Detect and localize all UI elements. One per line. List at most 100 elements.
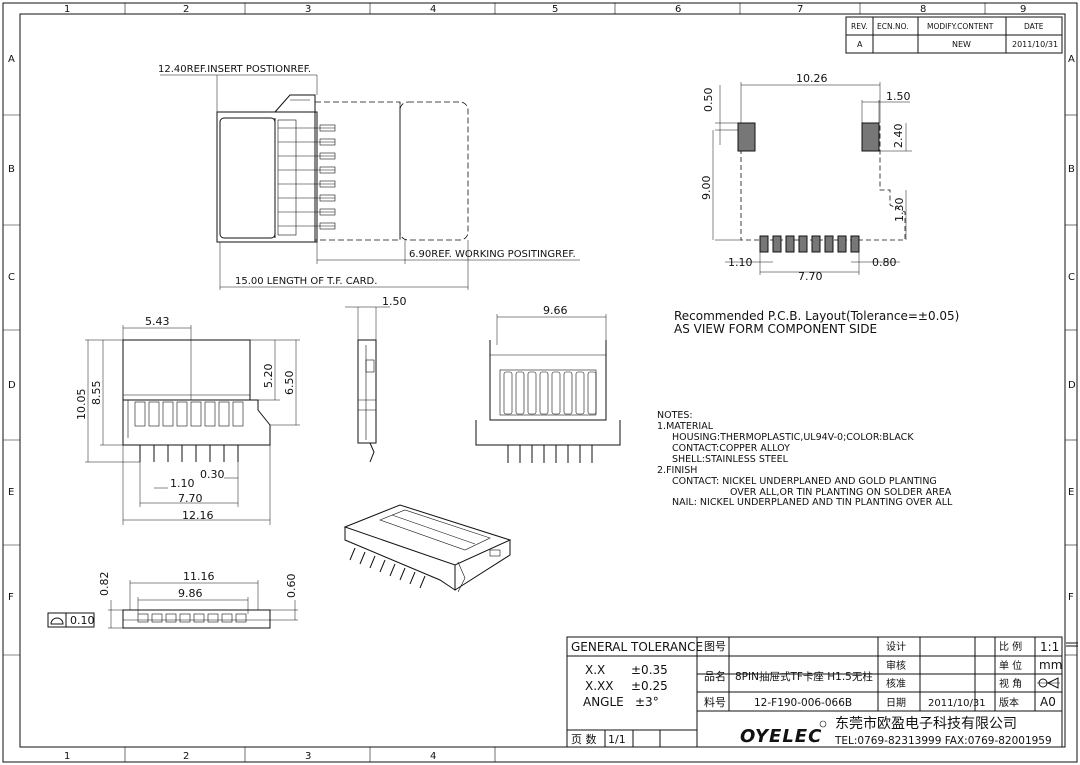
page-value: 1/1 bbox=[608, 733, 626, 746]
part-number: 12-F190-006-066B bbox=[754, 697, 852, 709]
pcb-dim-770: 7.70 bbox=[798, 270, 823, 283]
revision-table: REV. ECN.NO. MODIFY.CONTENT DATE A NEW 2… bbox=[845, 16, 1063, 54]
front-dim-1216: 12.16 bbox=[182, 509, 214, 522]
view-label: 视 角 bbox=[999, 677, 1022, 690]
title-block: GENERAL TOLERANCE X.X ±0.35 X.XX ±0.25 A… bbox=[566, 636, 1078, 748]
col-label: 6 bbox=[675, 4, 681, 15]
top-view-drawing: 12.40REF.INSERT POSTIONREF. 6.90REF. WOR… bbox=[158, 64, 580, 290]
note-line: CONTACT: NICKEL UNDERPLANED AND GOLD PLA… bbox=[672, 476, 937, 487]
front-dim-110: 1.10 bbox=[170, 477, 195, 490]
pcb-caption-1: Recommended P.C.B. Layout(Tolerance=±0.0… bbox=[674, 309, 959, 323]
date-value: 2011/10/31 bbox=[1012, 40, 1058, 49]
projection-angle-icon bbox=[1037, 677, 1060, 689]
row-label: E bbox=[8, 487, 14, 498]
pcb-caption-2: AS VIEW FORM COMPONENT SIDE bbox=[674, 322, 877, 336]
col-label: 9 bbox=[1020, 4, 1026, 15]
review-label: 审核 bbox=[886, 659, 906, 672]
pcb-pads bbox=[759, 235, 860, 253]
col-label: 2 bbox=[183, 4, 189, 15]
row-label: A bbox=[8, 54, 15, 65]
product-name: 8PIN抽屉式TF卡座 H1.5无柱 bbox=[735, 670, 873, 683]
insert-position-label: 12.40REF.INSERT POSTIONREF. bbox=[158, 64, 311, 75]
unit-label: 单 位 bbox=[999, 659, 1022, 672]
date-header: DATE bbox=[1024, 22, 1044, 31]
tol-xx-label: X.XX bbox=[585, 679, 613, 693]
pcb-dim-240: 2.40 bbox=[892, 124, 905, 149]
row-label: B bbox=[1068, 164, 1075, 175]
tol-x-value: ±0.35 bbox=[631, 663, 668, 677]
pcb-dim-900: 9.00 bbox=[700, 176, 713, 201]
col-label: 7 bbox=[797, 4, 803, 15]
note-line: NAIL: NICKEL UNDERPLANED AND TIN PLANTIN… bbox=[672, 497, 953, 508]
bottom-dim-986: 9.86 bbox=[178, 587, 203, 600]
row-label: E bbox=[1068, 487, 1074, 498]
design-label: 设计 bbox=[886, 640, 906, 653]
pcb-dim-150: 1.50 bbox=[886, 90, 911, 103]
isometric-view-drawing bbox=[343, 504, 512, 593]
date-value: 2011/10/31 bbox=[928, 698, 986, 709]
front-dim-1005: 10.05 bbox=[75, 389, 88, 421]
tol-x-label: X.X bbox=[585, 663, 605, 677]
note-line: HOUSING:THERMOPLASTIC,UL94V-0;COLOR:BLAC… bbox=[672, 432, 914, 443]
ecn-header: ECN.NO. bbox=[877, 22, 909, 31]
logo-text: OYELEC bbox=[740, 726, 822, 747]
flatness-value: 0.10 bbox=[70, 614, 95, 627]
modify-header: MODIFY.CONTENT bbox=[927, 22, 994, 31]
rev-value: A bbox=[857, 40, 863, 49]
col-label: 3 bbox=[305, 751, 311, 762]
border-row-labels: A B C D E F A B C D E F bbox=[8, 54, 1076, 603]
version-label: 版本 bbox=[999, 696, 1019, 709]
col-label: 3 bbox=[305, 4, 311, 15]
card-length-label: 15.00 LENGTH OF T.F. CARD. bbox=[235, 276, 377, 287]
row-label: A bbox=[1068, 54, 1075, 65]
pcb-dim-050: 0.50 bbox=[702, 88, 715, 113]
back-dim-966: 9.66 bbox=[543, 304, 568, 317]
notes-block: NOTES: 1.MATERIAL HOUSING:THERMOPLASTIC,… bbox=[657, 410, 953, 508]
pcb-dim-width: 10.26 bbox=[796, 72, 828, 85]
front-view-drawing: 5.43 10.05 8.55 5.20 6.50 0.30 1.10 7.70… bbox=[75, 315, 300, 525]
front-dim-770: 7.70 bbox=[178, 492, 203, 505]
pcb-dim-130: 1.30 bbox=[893, 198, 906, 223]
row-label: F bbox=[1068, 592, 1074, 603]
col-label: 8 bbox=[920, 4, 926, 15]
col-label: 4 bbox=[430, 4, 436, 15]
note-line: 1.MATERIAL bbox=[657, 421, 714, 432]
row-label: D bbox=[1068, 380, 1076, 391]
scale-value: 1:1 bbox=[1040, 640, 1059, 654]
front-dim-030: 0.30 bbox=[200, 468, 225, 481]
front-dim-650: 6.50 bbox=[283, 371, 296, 396]
back-view-drawing: 9.66 bbox=[475, 304, 621, 463]
note-line: CONTACT:COPPER ALLOY bbox=[672, 443, 790, 454]
product-label: 品名 bbox=[704, 669, 726, 683]
version-value: A0 bbox=[1040, 695, 1056, 709]
col-label: 1 bbox=[64, 4, 70, 15]
general-tolerance-title: GENERAL TOLERANCE bbox=[571, 640, 703, 654]
tol-xx-value: ±0.25 bbox=[631, 679, 668, 693]
row-label: D bbox=[8, 380, 16, 391]
side-view-drawing: 1.50 bbox=[345, 295, 407, 463]
pcb-layout-drawing: 10.26 1.50 0.50 2.40 9.00 1.30 1.10 7.70… bbox=[674, 72, 959, 336]
note-line: 2.FINISH bbox=[657, 465, 697, 476]
tol-angle-label: ANGLE bbox=[583, 695, 624, 709]
modify-value: NEW bbox=[952, 40, 971, 49]
bottom-dim-1116: 11.16 bbox=[183, 570, 215, 583]
pcb-dim-080: 0.80 bbox=[872, 256, 897, 269]
drawing-no-label: 图号 bbox=[704, 640, 726, 653]
contact-line: TEL:0769-82313999 FAX:0769-82001959 bbox=[834, 735, 1052, 747]
unit-value: mm bbox=[1039, 658, 1062, 672]
rev-header: REV. bbox=[851, 22, 868, 31]
bottom-dim-082: 0.82 bbox=[98, 572, 111, 597]
row-label: C bbox=[1068, 272, 1075, 283]
part-label: 料号 bbox=[704, 695, 726, 709]
side-dim-150: 1.50 bbox=[382, 295, 407, 308]
col-label: 2 bbox=[183, 751, 189, 762]
bottom-dim-060: 0.60 bbox=[285, 574, 298, 599]
note-line: OVER ALL,OR TIN PLANTING ON SOLDER AREA bbox=[730, 487, 952, 498]
tol-angle-value: ±3° bbox=[635, 695, 659, 709]
approve-label: 核准 bbox=[886, 677, 906, 690]
page-label: 页 数 bbox=[571, 733, 597, 746]
note-line: SHELL:STAINLESS STEEL bbox=[672, 454, 789, 465]
row-label: B bbox=[8, 164, 15, 175]
border-column-labels: 1 2 3 4 5 6 7 8 9 1 2 3 4 bbox=[64, 4, 1026, 762]
